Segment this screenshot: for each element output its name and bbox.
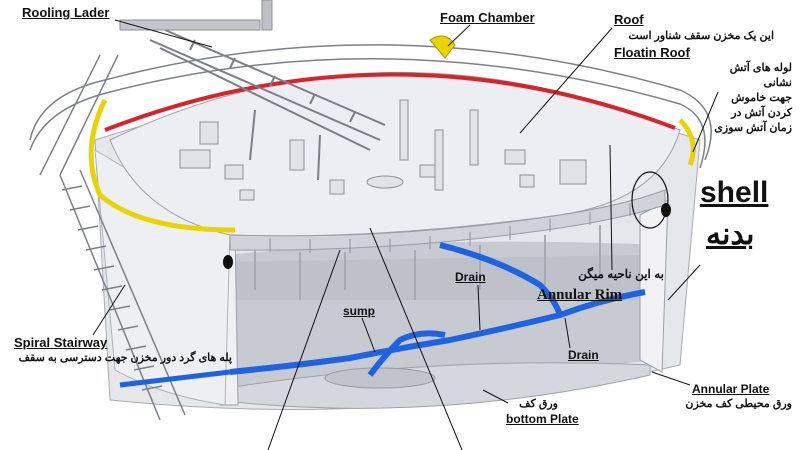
label-shell: shell [700,176,769,209]
label-annular-rim-fa: به این ناحیه میگن [578,267,664,281]
foam-pipe-right [678,118,696,166]
interior-wall [225,255,640,300]
annular-rim-callout [631,171,669,229]
label-fire-pipes-4: کردن آتش در [731,107,792,119]
label-drain-upper: Drain [455,270,486,284]
foam-pipe-left [88,98,236,233]
label-roof-fa: این یک مخزن سقف شناور است [628,30,774,42]
label-spiral-stairway-fa: پله های گرد دور مخزن جهت دسترسی به سقف [18,352,232,364]
label-annular-plate-fa: ورق محیطی کف مخزن [685,398,792,410]
vent-stack [261,0,273,31]
label-fire-pipes-1: لوله های آتش [729,62,792,74]
label-fire-pipes-2: نشانی [763,77,792,89]
roof-fittings [179,99,587,201]
label-fire-pipes-5: زمان آتش سوزی [714,122,792,134]
drain-pipe-upper [439,242,563,317]
drain-pipe-sump [367,330,446,377]
nozzle-left [223,255,233,269]
nozzle-right [661,203,671,217]
roof-legs [254,225,601,300]
foam-chamber-shape [429,35,456,59]
label-drain-lower: Drain [568,348,599,362]
leader-lines [92,19,719,450]
label-bottom-plate-fa: ورق کف [519,398,558,410]
label-rooling-lader: Rooling Lader [22,5,110,20]
label-annular-plate: Annular Plate [692,382,770,396]
pontoon-ribs [269,203,631,253]
top-platform [119,19,261,31]
rim-seal [104,72,676,132]
label-annular-rim: Annular Rim [537,287,623,303]
sump-cone [324,367,436,389]
label-shell-fa: بدنه [706,218,755,251]
label-fire-pipes-3: جهت خاموش [731,92,792,104]
drain-pipe [229,289,646,375]
label-bottom-plate: bottom Plate [506,412,579,426]
label-floating-roof: Floatin Roof [614,45,690,60]
drain-pipe-outlet [119,369,231,388]
label-roof: Roof [614,12,644,27]
label-sump: sump [343,304,376,318]
label-spiral-stairway: Spiral Stairway [14,335,108,350]
rolling-ladder [149,29,386,181]
spiral-stairway [39,54,186,421]
label-foam-chamber: Foam Chamber [440,10,535,25]
